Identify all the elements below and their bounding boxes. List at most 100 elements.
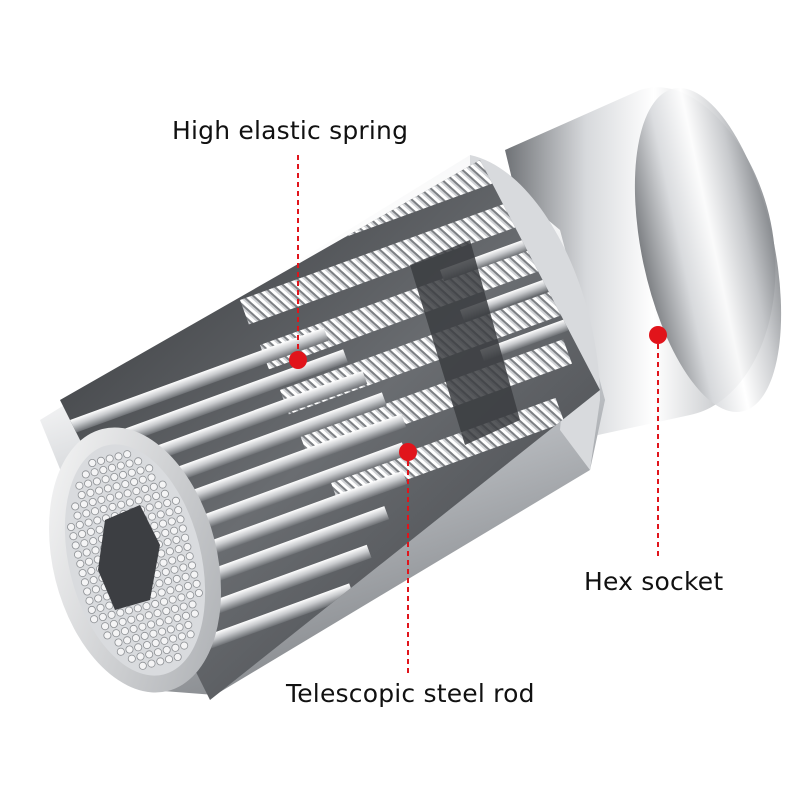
pin-end: [91, 585, 100, 594]
label-hex-socket: Hex socket: [584, 567, 724, 596]
pin-end: [99, 465, 108, 474]
pin-end: [160, 636, 169, 645]
pin-end: [75, 481, 84, 490]
pin-end: [141, 484, 150, 493]
pin-end: [108, 463, 117, 472]
pin-end: [163, 498, 172, 507]
front-face: [48, 427, 222, 693]
pin-end: [156, 657, 165, 666]
pin-end: [170, 526, 179, 535]
pin-end: [147, 512, 156, 521]
pin-end: [174, 506, 183, 515]
pin-end: [171, 496, 180, 505]
hex-marker: [649, 326, 667, 344]
pin-end: [173, 614, 182, 623]
pin-end: [161, 528, 170, 537]
pin-end: [133, 604, 142, 613]
pin-end: [103, 484, 112, 493]
pin-end: [176, 554, 185, 563]
pin-end: [114, 452, 123, 461]
pin-end: [173, 653, 182, 662]
pin-end: [80, 539, 89, 548]
pin-end: [96, 603, 105, 612]
pin-end: [158, 519, 167, 528]
pin-end: [168, 595, 177, 604]
pin-end: [125, 498, 134, 507]
pin-end: [136, 652, 145, 661]
pin-end: [71, 502, 80, 511]
pin-end: [136, 466, 145, 475]
pin-end: [89, 576, 98, 585]
pin-end: [125, 459, 134, 468]
pin-end: [92, 477, 101, 486]
pin-end: [127, 615, 136, 624]
pin-end: [145, 503, 154, 512]
pin-end: [157, 588, 166, 597]
hex-opening: [98, 505, 160, 610]
pin-end: [179, 563, 188, 572]
pin-end: [176, 515, 185, 524]
pin-end: [108, 502, 117, 511]
pin-end: [149, 629, 158, 638]
pin-end: [162, 607, 171, 616]
pin-end: [154, 501, 163, 510]
pin-end: [155, 579, 164, 588]
pin-end: [125, 606, 134, 615]
pin-end: [181, 572, 190, 581]
pin-end: [71, 541, 80, 550]
pin-end: [151, 639, 160, 648]
pin-end: [118, 617, 127, 626]
pin-end: [186, 591, 195, 600]
pin-end: [172, 535, 181, 544]
pin-end: [163, 538, 172, 547]
pin-end: [165, 547, 174, 556]
pin-end: [192, 579, 201, 588]
pin-end: [187, 561, 196, 570]
pin-end: [106, 493, 115, 502]
pin-end: [116, 647, 125, 656]
pin-end: [143, 494, 152, 503]
pin-end: [174, 545, 183, 554]
pin-end: [160, 489, 169, 498]
pin-end: [86, 527, 95, 536]
label-high-elastic-spring: High elastic spring: [172, 116, 409, 145]
pin-end: [73, 511, 82, 520]
pin-end: [87, 605, 96, 614]
pin-end: [134, 643, 143, 652]
pin-end: [97, 456, 106, 465]
pin-end: [116, 608, 125, 617]
pin-end: [95, 486, 104, 495]
pin-end: [95, 525, 104, 534]
pin-end: [175, 584, 184, 593]
pin-end: [158, 480, 167, 489]
pin-end: [162, 646, 171, 655]
pin-end: [181, 533, 190, 542]
pin-end: [138, 475, 147, 484]
pin-end: [188, 600, 197, 609]
pin-end: [112, 629, 121, 638]
pin-end: [131, 634, 140, 643]
pin-end: [105, 601, 114, 610]
pin-end: [168, 556, 177, 565]
pin-end: [145, 464, 154, 473]
pin-end: [161, 567, 170, 576]
pin-end: [84, 518, 93, 527]
pin-end: [86, 488, 95, 497]
pin-end: [147, 620, 156, 629]
pin-end: [119, 470, 128, 479]
pin-end: [152, 491, 161, 500]
pin-end: [120, 627, 129, 636]
pin-end: [183, 542, 192, 551]
pin-end: [167, 517, 176, 526]
pin-end: [194, 589, 203, 598]
pin-end: [164, 577, 173, 586]
pin-end: [134, 496, 143, 505]
pin-end: [136, 613, 145, 622]
pin-end: [156, 510, 165, 519]
pin-end: [121, 480, 130, 489]
pin-end: [170, 565, 179, 574]
pin-end: [158, 627, 167, 636]
pin-end: [87, 566, 96, 575]
pin-end: [177, 632, 186, 641]
pin-end: [80, 500, 89, 509]
